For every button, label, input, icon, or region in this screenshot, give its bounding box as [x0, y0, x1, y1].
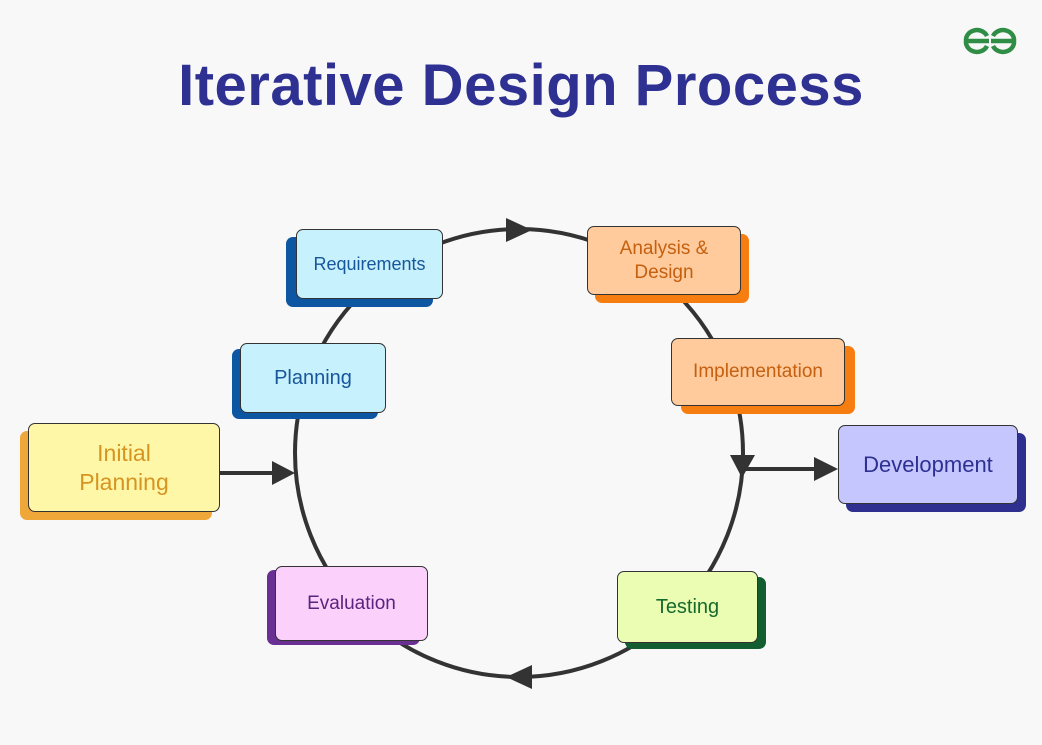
initial-planning-label: Initial Planning: [79, 439, 169, 495]
testing-node: Testing: [617, 571, 758, 643]
planning-node: Planning: [240, 343, 386, 413]
development-node: Development: [838, 425, 1018, 504]
implementation-label: Implementation: [693, 361, 823, 383]
implementation-node: Implementation: [671, 338, 845, 406]
development-label: Development: [863, 451, 993, 477]
arrow-development-icon: [814, 457, 838, 481]
page-title: Iterative Design Process: [178, 53, 864, 118]
arrow-bottom-icon: [506, 665, 532, 689]
requirements-label: Requirements: [313, 253, 426, 274]
analysis-design-label: Analysis & Design: [619, 237, 709, 283]
arrow-right-cycle-icon: [730, 455, 755, 478]
evaluation-label: Evaluation: [307, 592, 396, 614]
arrow-top-icon: [506, 218, 532, 242]
planning-label: Planning: [274, 366, 352, 389]
evaluation-node: Evaluation: [275, 566, 428, 641]
geeksforgeeks-logo: [963, 27, 1017, 55]
requirements-node: Requirements: [296, 229, 443, 299]
analysis-design-node: Analysis & Design: [587, 226, 741, 295]
arrow-initial-planning-icon: [272, 461, 295, 485]
testing-label: Testing: [655, 595, 720, 618]
initial-planning-node: Initial Planning: [28, 423, 220, 512]
